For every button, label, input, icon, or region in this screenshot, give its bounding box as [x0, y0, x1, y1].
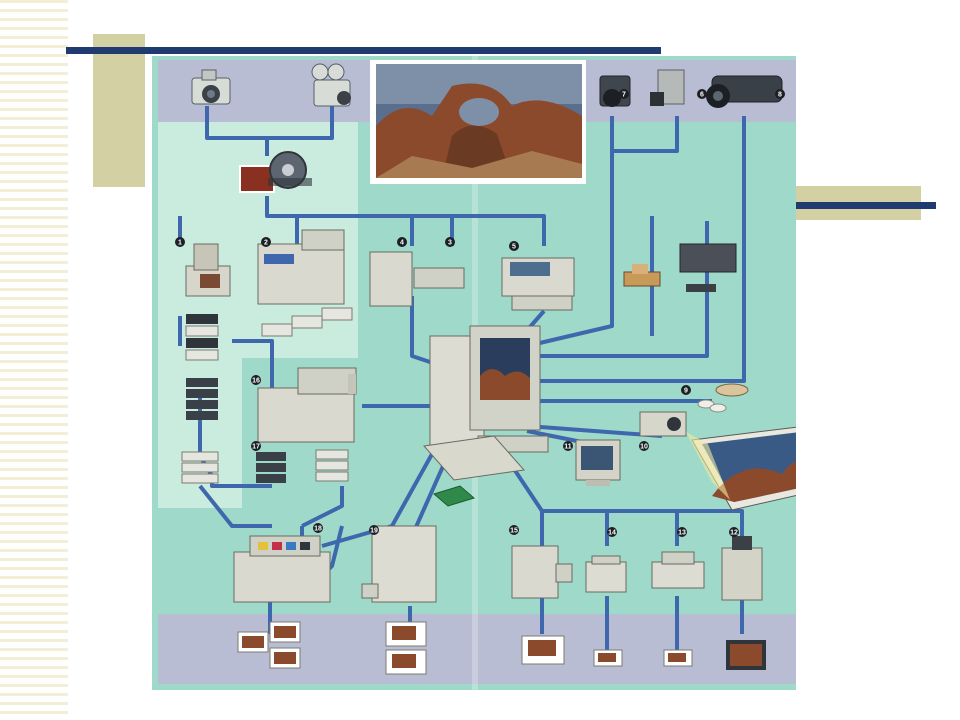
card-reader-icon	[623, 264, 661, 287]
printer-icon	[651, 551, 705, 589]
print-output-icon	[385, 621, 427, 675]
step-marker-16	[251, 375, 261, 385]
computer-icon	[429, 325, 549, 453]
proof-printer-icon	[257, 367, 357, 443]
film-stack-icon	[185, 314, 219, 361]
step-marker-label: 18	[314, 526, 322, 533]
step-marker-3	[445, 237, 455, 247]
step-marker-1	[175, 237, 185, 247]
printer-icon	[585, 555, 627, 593]
step-marker-6	[697, 89, 707, 99]
scanner-icon	[185, 243, 231, 297]
right-rule	[796, 202, 936, 209]
video-camera-icon	[706, 75, 783, 108]
step-marker-18	[313, 523, 323, 533]
step-marker-label: 15	[510, 528, 518, 535]
film-reel-icon	[239, 151, 312, 193]
step-marker-label: 16	[252, 378, 260, 385]
projector-icon	[639, 411, 687, 437]
step-marker-label: 14	[608, 530, 616, 537]
photo-printer-icon	[721, 536, 763, 601]
step-marker-label: 19	[370, 528, 378, 535]
step-marker-label: 8	[778, 92, 782, 99]
top-rule	[66, 47, 661, 54]
step-marker-11	[563, 441, 573, 451]
step-marker-13	[677, 527, 687, 537]
print-output-icon	[663, 649, 693, 667]
decorative-stripe-column	[0, 0, 68, 720]
accent-block-left	[93, 34, 145, 187]
keyboard-icon	[423, 435, 525, 481]
step-marker-5	[509, 241, 519, 251]
landscape-photo	[370, 60, 586, 184]
step-marker-4	[397, 237, 407, 247]
film-stack-icon	[186, 378, 218, 420]
film-strip-icon	[261, 307, 353, 337]
step-marker-label: 17	[252, 444, 260, 451]
step-marker-19	[369, 525, 379, 535]
film-recorder-icon	[369, 251, 465, 307]
step-marker-17	[251, 441, 261, 451]
print-output-icon	[593, 649, 623, 667]
step-marker-10	[639, 441, 649, 451]
step-marker-label: 11	[564, 444, 572, 451]
step-marker-label: 1	[178, 240, 182, 247]
print-output-icon	[237, 621, 301, 669]
step-marker-label: 13	[678, 530, 686, 537]
printing-press-icon	[233, 535, 331, 603]
step-marker-label: 5	[512, 244, 516, 251]
slide-output-icon	[726, 640, 766, 670]
step-marker-15	[509, 525, 519, 535]
step-marker-label: 2	[264, 240, 268, 247]
step-marker-label: 7	[622, 92, 626, 99]
step-marker-label: 12	[730, 530, 738, 537]
step-marker-9	[681, 385, 691, 395]
step-marker-label: 6	[700, 92, 704, 99]
film-stack-icon	[181, 451, 219, 484]
flatbed-scanner-icon	[501, 257, 575, 311]
digital-press-icon	[361, 525, 437, 603]
green-board-icon	[432, 485, 476, 507]
step-marker-7	[619, 89, 629, 99]
step-marker-label: 10	[640, 444, 648, 451]
step-marker-label: 4	[400, 240, 404, 247]
step-marker-8	[775, 89, 785, 99]
copier-icon	[511, 545, 573, 599]
camera-icon	[191, 69, 231, 105]
step-marker-label: 9	[684, 388, 688, 395]
monitor-icon	[575, 439, 621, 486]
imagesetter-icon	[257, 229, 345, 305]
disk-icon	[697, 383, 749, 413]
projection-screen-icon	[686, 426, 796, 511]
digital-camera-icon	[650, 69, 685, 106]
movie-camera-icon	[311, 63, 351, 107]
print-output-icon	[521, 635, 565, 665]
disk-drive-icon	[679, 243, 737, 292]
step-marker-14	[607, 527, 617, 537]
film-stack-icon	[256, 452, 286, 483]
step-marker-label: 3	[448, 240, 452, 247]
film-stack-icon	[315, 449, 349, 482]
step-marker-2	[261, 237, 271, 247]
step-marker-12	[729, 527, 739, 537]
